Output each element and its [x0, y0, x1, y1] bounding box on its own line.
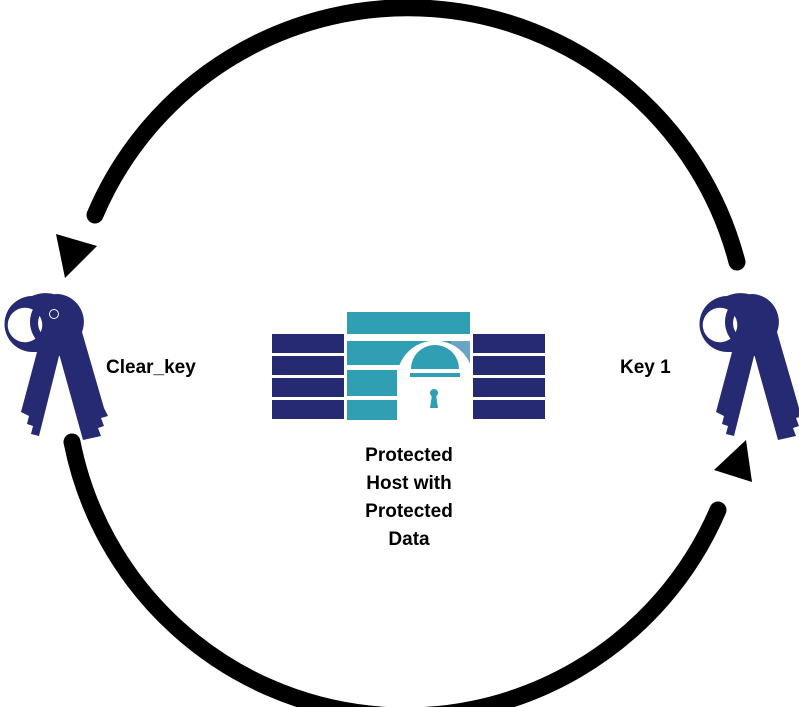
clear-key-label: Clear_key — [106, 357, 196, 378]
top-arc-arrow — [56, 0, 746, 278]
protected-host-label-line: Data — [388, 529, 430, 550]
protected-host-lock-icon — [272, 312, 545, 420]
bottom-arc-arrow — [63, 433, 752, 707]
top-arc-line — [86, 0, 746, 271]
keys-icon-right — [699, 293, 799, 440]
bottom-arrowhead — [714, 440, 752, 482]
protected-host-label: Protected Host with Protected Data — [340, 442, 478, 554]
top-arrowhead — [56, 234, 97, 278]
key-1-label: Key 1 — [620, 357, 671, 378]
keys-icon-left — [4, 293, 108, 440]
protected-host-label-line: Host with — [366, 473, 452, 494]
protected-host-label-line: Protected — [365, 501, 453, 522]
bottom-arc-line — [63, 433, 727, 707]
protected-host-label-line: Protected — [365, 445, 453, 466]
